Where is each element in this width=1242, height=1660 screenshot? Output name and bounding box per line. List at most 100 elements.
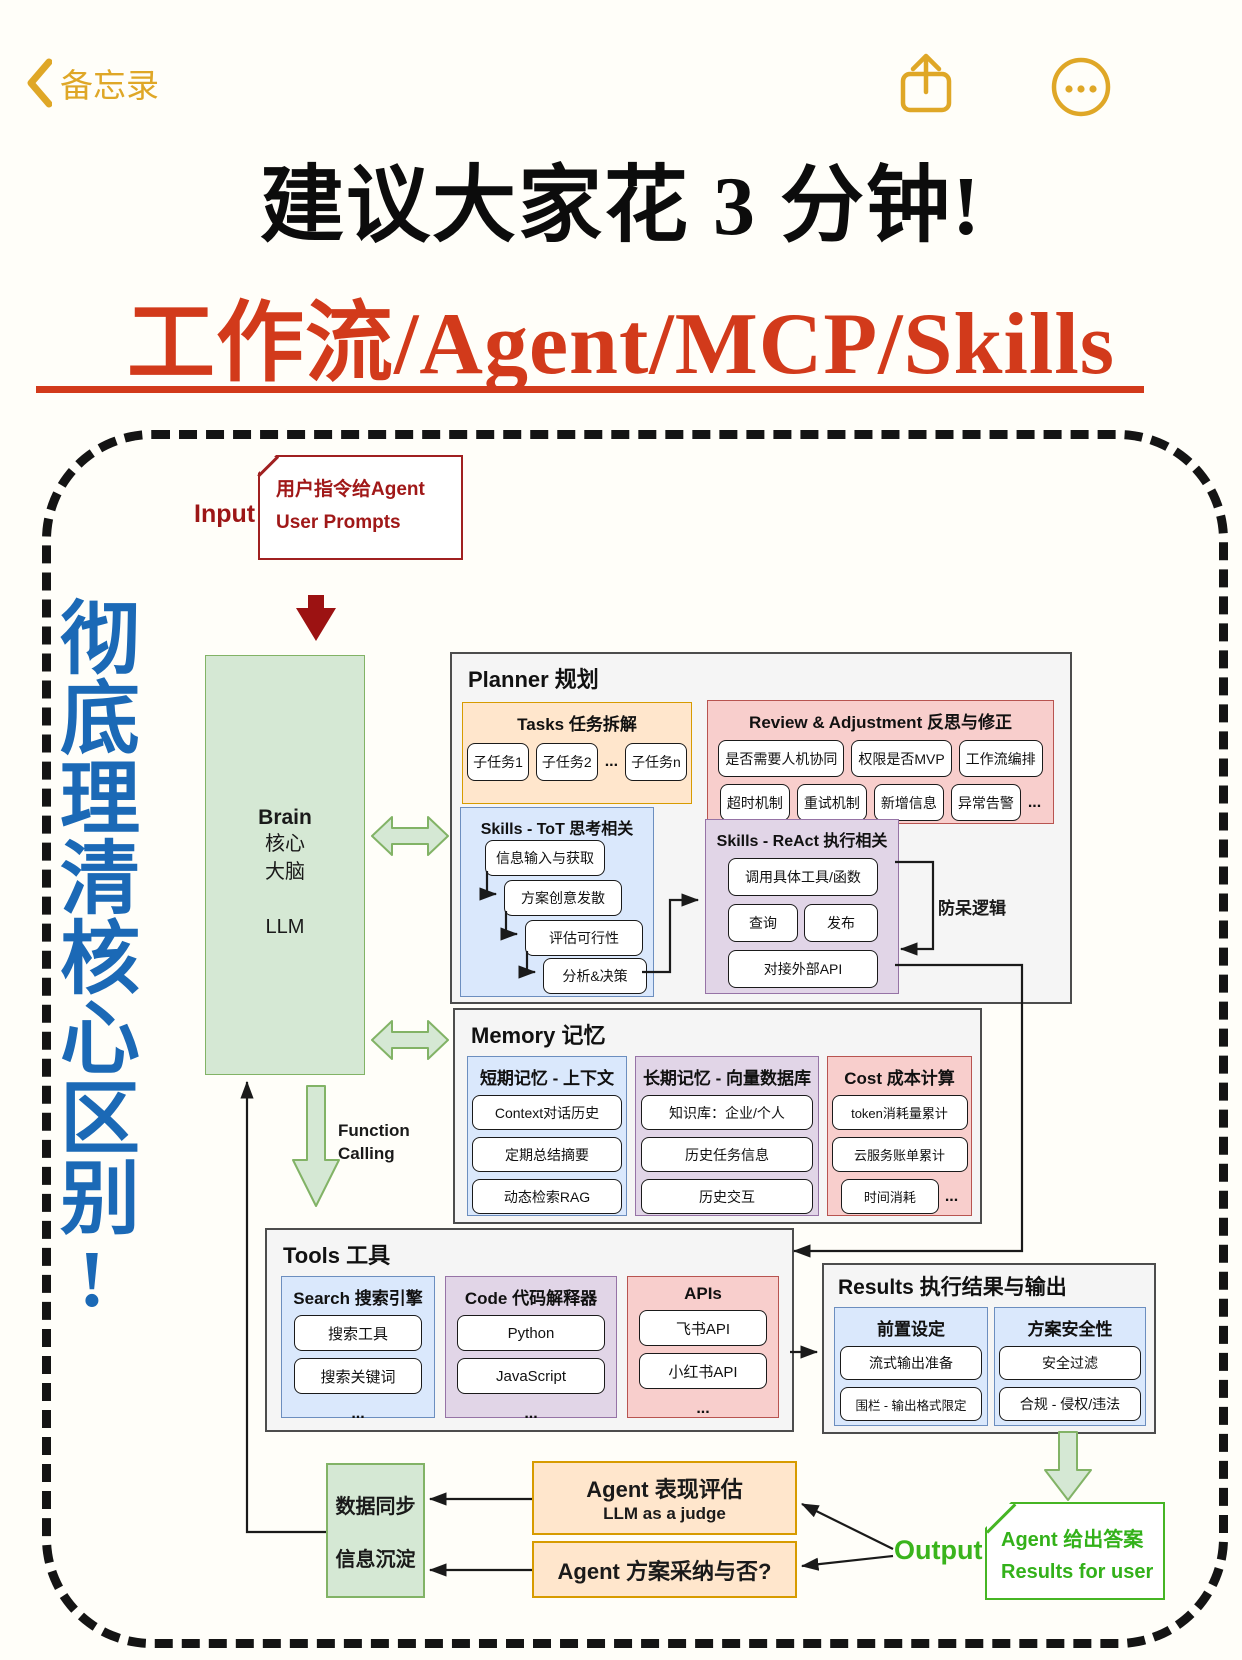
tot-step: 分析&决策 <box>543 958 647 994</box>
output-label: Output <box>894 1535 983 1565</box>
review-chip: 工作流编排 <box>958 740 1043 777</box>
cost-item: token消耗量累计 <box>831 1095 968 1130</box>
tools-title: Tools 工具 <box>283 1243 391 1268</box>
result-item: 合规 - 侵权/违法 <box>999 1387 1141 1421</box>
tool-item: 搜索工具 <box>294 1315 422 1351</box>
share-icon <box>900 53 952 113</box>
tool-item: JavaScript <box>457 1358 605 1394</box>
cost-item: 时间消耗 <box>840 1179 939 1214</box>
memory-title: Memory 记忆 <box>471 1023 606 1048</box>
page-subtitle: 工作流/Agent/MCP/Skills <box>126 296 1116 393</box>
tools-section: Tools 工具 Search 搜索引擎 搜索工具 搜索关键词 ... Code… <box>265 1228 794 1432</box>
agent-evaluation-line1: Agent 表现评估 <box>586 1477 743 1502</box>
tool-item: 小红书API <box>639 1353 767 1389</box>
brain-title: Brain <box>258 806 312 829</box>
tools-ellipsis: ... <box>524 1405 538 1422</box>
agent-answer-box: Agent 给出答案 Results for user <box>985 1502 1165 1600</box>
review-chip: 重试机制 <box>796 784 867 821</box>
apis-tools-box: APIs 飞书API 小红书API ... <box>627 1276 779 1418</box>
cost-title: Cost 成本计算 <box>844 1069 955 1088</box>
preset-title: 前置设定 <box>877 1320 945 1339</box>
long-term-memory-box: 长期记忆 - 向量数据库 知识库：企业/个人 历史任务信息 历史交互 <box>635 1056 819 1216</box>
code-title: Code 代码解释器 <box>464 1289 598 1308</box>
react-item: 调用具体工具/函数 <box>728 858 878 896</box>
user-prompt-line1: 用户指令给Agent <box>276 479 425 500</box>
agent-evaluation-line2: LLM as a judge <box>603 1504 726 1523</box>
tool-item: Python <box>457 1315 605 1351</box>
agent-answer-line2: Results for user <box>1001 1561 1154 1583</box>
skills-tot-title: Skills - ToT 思考相关 <box>480 821 634 838</box>
brain-line4: LLM <box>265 916 305 938</box>
function-calling-label: Function Calling <box>338 1120 410 1166</box>
long-term-title: 长期记忆 - 向量数据库 <box>642 1069 812 1088</box>
fool-proof-label: 防呆逻辑 <box>938 899 1006 918</box>
tasks-title: Tasks 任务拆解 <box>517 715 637 734</box>
review-chip: 新增信息 <box>873 784 944 821</box>
memory-item: 历史交互 <box>641 1179 813 1214</box>
short-term-title: 短期记忆 - 上下文 <box>479 1069 615 1088</box>
subtask-ellipsis: ... <box>604 753 619 770</box>
brain-line3: 大脑 <box>265 861 305 883</box>
search-title: Search 搜索引擎 <box>293 1289 423 1308</box>
tool-item: 飞书API <box>639 1310 767 1346</box>
review-title: Review & Adjustment 反思与修正 <box>749 713 1012 732</box>
review-chip: 异常告警 <box>950 784 1021 821</box>
back-label: 备忘录 <box>60 67 159 104</box>
react-item: 对接外部API <box>728 950 878 988</box>
review-chip: 权限是否MVP <box>851 740 952 777</box>
subtask-chip: 子任务1 <box>467 743 529 781</box>
apis-title: APIs <box>684 1284 722 1303</box>
chevron-left-icon <box>27 58 52 108</box>
safety-title: 方案安全性 <box>1027 1320 1113 1339</box>
back-button[interactable]: 备忘录 <box>26 58 159 108</box>
input-label: Input <box>194 500 256 528</box>
more-button[interactable] <box>1050 56 1112 118</box>
review-ellipsis: ... <box>1027 793 1042 811</box>
brain-line2: 核心 <box>265 833 305 855</box>
tot-step: 评估可行性 <box>525 920 643 956</box>
ellipsis-icon <box>1051 57 1111 117</box>
react-item: 发布 <box>804 904 878 942</box>
memory-item: Context对话历史 <box>472 1095 622 1130</box>
user-prompt-line2: User Prompts <box>276 512 401 534</box>
results-title: Results 执行结果与输出 <box>838 1276 1067 1299</box>
short-term-memory-box: 短期记忆 - 上下文 Context对话历史 定期总结摘要 动态检索RAG <box>467 1056 627 1216</box>
subtask-chip: 子任务2 <box>535 743 598 781</box>
agent-adoption-box: Agent 方案采纳与否? <box>532 1541 797 1598</box>
memory-item: 历史任务信息 <box>641 1137 813 1172</box>
subtask-chip: 子任务n <box>625 743 687 781</box>
cost-box: Cost 成本计算 token消耗量累计 云服务账单累计 时间消耗 ... <box>827 1056 972 1216</box>
planner-section: Planner 规划 Tasks 任务拆解 子任务1 子任务2 ... 子任务n… <box>450 652 1072 1004</box>
function-calling-line2: Calling <box>338 1143 395 1163</box>
brain-box: Brain 核心 大脑 LLM <box>205 655 365 1075</box>
react-item: 查询 <box>728 904 798 942</box>
tools-ellipsis: ... <box>351 1405 365 1422</box>
review-adjustment-box: Review & Adjustment 反思与修正 是否需要人机协同 权限是否M… <box>707 700 1054 824</box>
function-calling-line1: Function <box>338 1121 410 1140</box>
agent-evaluation-box: Agent 表现评估 LLM as a judge <box>532 1461 797 1535</box>
data-sync-box: 数据同步 信息沉淀 <box>326 1463 425 1598</box>
side-vertical-note: 彻底理清核心区别! <box>48 596 136 1324</box>
skills-tot-box: Skills - ToT 思考相关 信息输入与获取 方案创意发散 评估可行性 分… <box>460 807 654 997</box>
tool-item: 搜索关键词 <box>294 1358 422 1394</box>
memory-section: Memory 记忆 短期记忆 - 上下文 Context对话历史 定期总结摘要 … <box>453 1008 982 1224</box>
skills-react-box: Skills - ReAct 执行相关 调用具体工具/函数 查询 发布 对接外部… <box>705 819 899 994</box>
tot-step: 信息输入与获取 <box>485 840 605 876</box>
agent-answer-line1: Agent 给出答案 <box>1001 1529 1144 1551</box>
tasks-box: Tasks 任务拆解 子任务1 子任务2 ... 子任务n <box>462 702 692 804</box>
preset-box: 前置设定 流式输出准备 围栏 - 输出格式限定 <box>834 1307 988 1426</box>
user-prompt-box: 用户指令给Agent User Prompts <box>258 455 463 560</box>
share-button[interactable] <box>897 52 955 114</box>
skills-react-title: Skills - ReAct 执行相关 <box>716 833 888 850</box>
tools-ellipsis: ... <box>696 1400 710 1417</box>
search-tools-box: Search 搜索引擎 搜索工具 搜索关键词 ... <box>281 1276 435 1422</box>
safety-box: 方案安全性 安全过滤 合规 - 侵权/违法 <box>994 1307 1146 1426</box>
result-item: 流式输出准备 <box>840 1346 982 1380</box>
review-chip: 超时机制 <box>719 784 790 821</box>
data-sync-line1: 数据同步 <box>335 1495 416 1518</box>
cost-ellipsis: ... <box>944 1187 959 1205</box>
planner-title: Planner 规划 <box>468 667 599 692</box>
tot-step: 方案创意发散 <box>504 880 622 916</box>
diagram-frame <box>42 430 1228 1648</box>
